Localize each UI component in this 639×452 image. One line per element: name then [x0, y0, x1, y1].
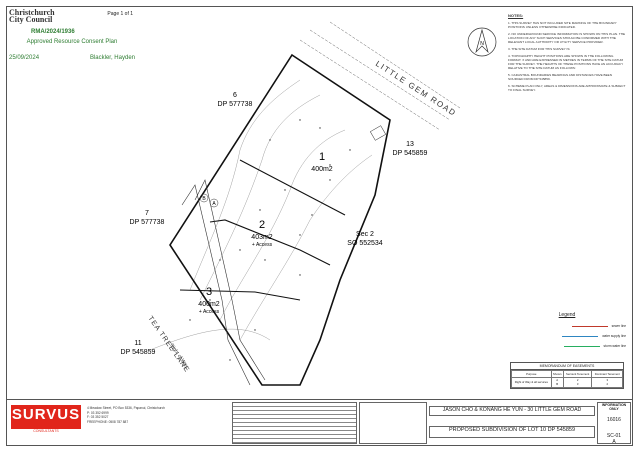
neighbour-6-ref: DP 577738	[218, 101, 253, 108]
company-logo: SURVUS	[11, 405, 81, 429]
easement-marker-a	[209, 198, 219, 208]
page-number: Page 1 of 1	[107, 11, 133, 17]
lot-2-number: 2	[259, 219, 265, 231]
parent-lot-boundary	[169, 53, 391, 386]
note-item: 2. NO UNDERGROUND SERVICE INFORMATION IS…	[508, 32, 626, 44]
contour-lines	[149, 79, 373, 351]
lot-3-area: 400m2	[198, 301, 220, 308]
revision-table	[232, 402, 357, 444]
legend-line-water	[562, 335, 599, 337]
easements-cell: Right of Way & all services	[511, 376, 552, 389]
lot-1-number: 1	[319, 151, 325, 163]
spot-levels	[189, 119, 351, 361]
road-boundary	[299, 21, 461, 131]
notes-title: NOTES:	[508, 13, 524, 18]
neighbour-7-ref: DP 577738	[130, 219, 165, 226]
note-item: 1. THIS SURVEY HAS NOT INCLUDED SITE MAR…	[508, 21, 617, 29]
council-logo: Christchurch City Council	[9, 8, 55, 24]
easements-memo: MEMORANDUM OF EASEMENTS Purpose Shown Se…	[510, 362, 624, 390]
easements-cell: 2 3	[562, 376, 593, 389]
easement-label-a: A	[212, 201, 216, 207]
easements-title: MEMORANDUM OF EASEMENTS	[511, 363, 623, 370]
lot-1-area: 400m2	[311, 166, 333, 173]
company-subtitle: CONSULTANTS	[33, 429, 59, 433]
easements-header: Shown	[550, 370, 564, 378]
legend-title: Legend	[558, 312, 576, 318]
note-item: 3. THE SITE DATUM FOR THIS SURVEY IS:	[508, 47, 571, 51]
notes-panel: NOTES: 1. THIS SURVEY HAS NOT INCLUDED S…	[508, 14, 626, 95]
legend-line-sewer	[571, 325, 608, 327]
right-of-way-area	[181, 179, 266, 386]
neighbour-13-number: 13	[406, 141, 414, 148]
lot-3-note: + Access	[199, 309, 220, 315]
revision-letter: A	[612, 439, 616, 445]
sec-2-ref: SO 552534	[347, 240, 383, 247]
note-item: 5. CADASTRAL BOUNDARIES BEARINGS AND DIS…	[508, 73, 612, 81]
lot-2-area: 403m2	[251, 234, 273, 241]
neighbour-11-ref: DP 545859	[121, 349, 156, 356]
road-name-label: LITTLE GEM ROAD	[374, 59, 458, 118]
neighbour-6-number: 6	[233, 92, 237, 99]
neighbour-7-number: 7	[145, 210, 149, 217]
easements-header: Dominant Tenement	[591, 370, 623, 378]
client-label: JASON CHO & KONANG HE YUN - 30 LITTLE GE…	[429, 406, 595, 416]
easements-header: Servient Tenement	[562, 370, 593, 378]
easements-table: Purpose Shown Servient Tenement Dominant…	[511, 370, 623, 389]
easements-header: Purpose	[511, 370, 552, 378]
neighbour-13-ref: DP 545859	[393, 150, 428, 157]
lot-2-note: + Access	[252, 242, 273, 248]
neighbour-11-number: 11	[134, 340, 141, 347]
info-title: INFORMATION ONLY	[601, 403, 627, 411]
survey-mark-box	[369, 125, 387, 141]
sheet-number: SC-01	[606, 433, 622, 439]
approval-date: 25/09/2024	[9, 55, 40, 61]
signoff-block	[359, 402, 427, 444]
approved-label: Approved Resource Consent Plan	[26, 39, 118, 45]
office-details: 4 Meadow Street, PO Box 5336, Papanui, C…	[87, 406, 165, 424]
legend-label: water supply line	[602, 334, 626, 338]
title-block: SURVUS CONSULTANTS 4 Meadow Street, PO B…	[7, 399, 632, 445]
north-label: N	[480, 41, 484, 47]
legend-item: water supply line	[508, 331, 626, 341]
rma-number: RMA/2024/1936	[31, 29, 75, 35]
easement-marker-b	[199, 193, 209, 203]
note-item: 6. SCHEME PLAN ONLY, AREAS & DIMENSIONS …	[508, 84, 626, 92]
easements-cell: A B	[550, 376, 564, 389]
sec-2-number: Sec 2	[356, 231, 374, 238]
north-arrow-icon: N	[467, 27, 497, 57]
easement-label-b: B	[202, 196, 206, 202]
note-item: 4. TOPOGRAPHY HEIGHT POSITIONS ARE SHOWN…	[508, 54, 624, 70]
legend-label: storm water line	[603, 344, 627, 348]
job-number: 16016	[607, 417, 621, 423]
legend-item: sewer line	[508, 321, 626, 331]
approval-officer: Blackler, Hayden	[89, 55, 135, 61]
legend: Legend sewer line water supply line stor…	[508, 312, 626, 351]
easements-cell: 3 2	[591, 376, 623, 389]
legend-item: storm water line	[508, 341, 626, 351]
drawing-sheet	[6, 6, 633, 446]
lot-3-number: 3	[206, 286, 212, 298]
project-title: PROPOSED SUBDIVISION OF LOT 10 DP 545859	[429, 426, 595, 438]
lot-division-lines	[179, 159, 346, 301]
legend-label: sewer line	[611, 324, 626, 328]
legend-line-storm	[563, 345, 600, 347]
council-stamp: Christchurch City Council Page 1 of 1 RM…	[7, 7, 137, 69]
info-box: INFORMATION ONLY 16016 SC-01 A	[597, 402, 631, 445]
